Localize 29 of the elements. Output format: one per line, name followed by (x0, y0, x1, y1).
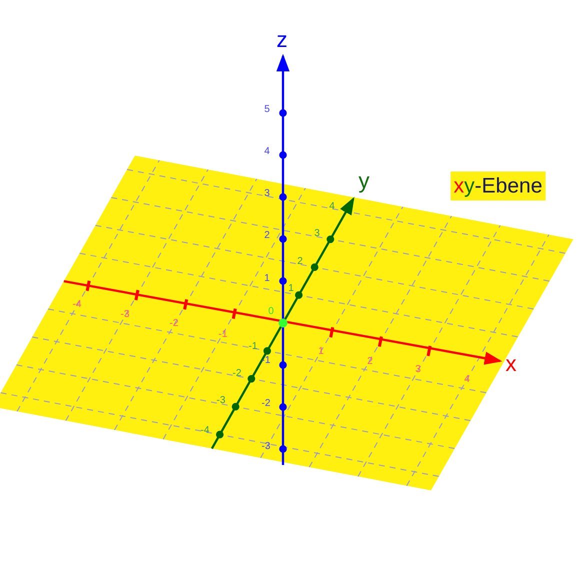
tick-label: -2 (262, 399, 270, 409)
tick-label: 2 (297, 257, 303, 267)
tick-label: -2 (232, 369, 242, 379)
axis-label: z (276, 29, 288, 51)
tick-label: 4 (464, 375, 470, 385)
tick-label: 2 (264, 231, 270, 241)
tick-label: 2 (367, 357, 373, 367)
tick-label: 0 (268, 307, 274, 317)
tick-label: 4 (329, 202, 335, 212)
tick-label: 1 (288, 284, 294, 294)
axis-label: y (358, 170, 370, 192)
tick-label: -4 (72, 300, 82, 310)
tick-label: -3 (216, 396, 226, 406)
tick-label: 1 (264, 274, 270, 284)
tick-label: 3 (264, 189, 270, 199)
tick-label: -3 (262, 442, 270, 452)
tick-label: 4 (264, 147, 270, 157)
plane-label: xy-Ebene (450, 172, 546, 200)
tick-label: 3 (415, 365, 421, 375)
tick-label: -1 (248, 342, 258, 352)
tick-label: -1 (262, 356, 270, 366)
axis-label: x (506, 353, 516, 375)
tick-label: -4 (200, 426, 210, 436)
tick-label: -3 (120, 310, 130, 320)
tick-label: 3 (314, 229, 320, 239)
tick-label: -1 (218, 330, 228, 340)
tick-label: 1 (318, 347, 324, 357)
tick-label: 5 (264, 105, 270, 115)
tick-label: -2 (170, 319, 178, 329)
